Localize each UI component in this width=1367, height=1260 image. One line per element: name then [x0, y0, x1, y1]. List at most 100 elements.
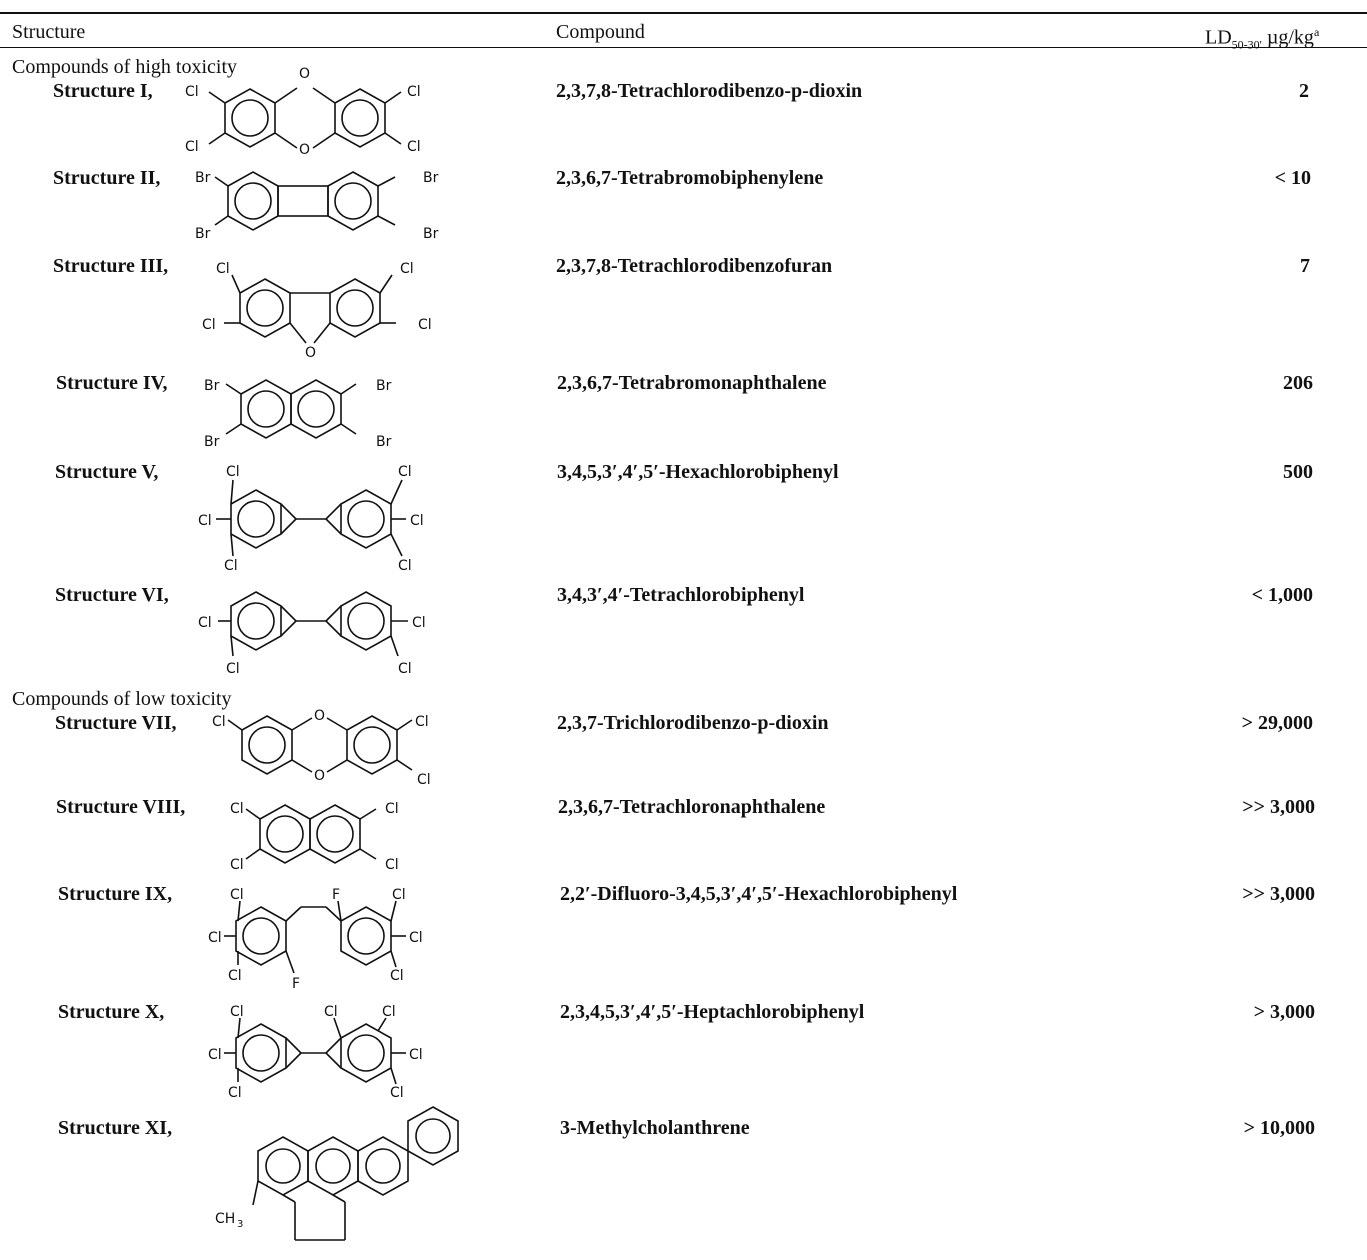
svg-text:Cl: Cl — [412, 615, 426, 631]
svg-text:Cl: Cl — [400, 261, 414, 277]
svg-text:Cl: Cl — [398, 661, 412, 677]
svg-text:Cl: Cl — [216, 261, 230, 277]
svg-text:Cl: Cl — [398, 464, 412, 480]
row-9-label: Structure IX, — [58, 883, 173, 905]
svg-text:Cl: Cl — [198, 513, 212, 529]
row-7-label: Structure VII, — [55, 712, 177, 734]
row-3-compound: 2,3,7,8-Tetrachlorodibenzofuran — [556, 255, 833, 277]
structure-5-diagram: Cl Cl Cl Cl Cl Cl — [198, 464, 424, 574]
structure-6-diagram: Cl Cl Cl Cl — [198, 591, 426, 677]
row-11-label: Structure XI, — [58, 1117, 173, 1139]
header-compound: Compound — [556, 21, 645, 43]
svg-text:Cl: Cl — [202, 317, 216, 333]
svg-text:Cl: Cl — [230, 887, 244, 903]
svg-text:Cl: Cl — [410, 513, 424, 529]
svg-text:Cl: Cl — [228, 1085, 242, 1101]
row-1-compound: 2,3,7,8-Tetrachlorodibenzo-p-dioxin — [556, 80, 863, 102]
structure-3-diagram: O Cl Cl Cl Cl — [202, 261, 432, 361]
svg-text:Cl: Cl — [208, 930, 222, 946]
svg-text:Cl: Cl — [392, 887, 406, 903]
svg-text:Cl: Cl — [198, 615, 212, 631]
svg-text:Cl: Cl — [230, 801, 244, 817]
svg-text:Br: Br — [204, 378, 220, 394]
structure-1-diagram: O O Cl Cl Cl Cl — [185, 66, 421, 158]
svg-text:Br: Br — [195, 226, 211, 242]
svg-text:Cl: Cl — [228, 968, 242, 984]
structure-7-diagram: O O Cl Cl Cl — [212, 708, 431, 788]
row-2-label: Structure II, — [53, 167, 161, 189]
row-8-ld50: >> 3,000 — [1242, 796, 1315, 818]
svg-text:Cl: Cl — [407, 139, 421, 155]
section-low-toxicity: Compounds of low toxicity — [12, 688, 232, 710]
svg-text:O: O — [305, 345, 316, 361]
svg-text:Cl: Cl — [185, 139, 199, 155]
row-9-ld50: >> 3,000 — [1242, 883, 1315, 905]
row-1-ld50: 2 — [1299, 80, 1309, 102]
row-8-label: Structure VIII, — [56, 796, 186, 818]
svg-text:O: O — [314, 708, 325, 724]
row-9-compound: 2,2′-Difluoro-3,4,5,3′,4′,5′-Hexachlorob… — [560, 883, 958, 905]
svg-text:Cl: Cl — [212, 714, 226, 730]
svg-text:Cl: Cl — [385, 857, 399, 873]
svg-text:Cl: Cl — [415, 714, 429, 730]
svg-text:Br: Br — [204, 434, 220, 450]
svg-text:Cl: Cl — [382, 1004, 396, 1020]
structure-8-diagram: Cl Cl Cl Cl — [230, 801, 399, 873]
structure-9-diagram: Cl Cl Cl F F Cl Cl Cl — [208, 887, 423, 992]
svg-text:Cl: Cl — [230, 857, 244, 873]
header-rule — [0, 47, 1367, 48]
row-8-compound: 2,3,6,7-Tetrachloronaphthalene — [558, 796, 826, 818]
row-11-ld50: > 10,000 — [1243, 1117, 1315, 1139]
svg-text:Cl: Cl — [208, 1047, 222, 1063]
svg-text:Cl: Cl — [390, 968, 404, 984]
svg-text:Cl: Cl — [398, 558, 412, 574]
svg-text:Cl: Cl — [385, 801, 399, 817]
row-10-compound: 2,3,4,5,3′,4′,5′-Heptachlorobiphenyl — [560, 1001, 865, 1023]
svg-text:Cl: Cl — [224, 558, 238, 574]
svg-text:Cl: Cl — [226, 661, 240, 677]
row-3-ld50: 7 — [1300, 255, 1310, 277]
section-high-toxicity: Compounds of high toxicity — [12, 56, 237, 78]
svg-text:Cl: Cl — [418, 317, 432, 333]
svg-text:F: F — [332, 887, 340, 903]
svg-text:F: F — [292, 976, 300, 992]
row-6-label: Structure VI, — [55, 584, 169, 606]
svg-text:Br: Br — [423, 170, 439, 186]
svg-text:Cl: Cl — [185, 84, 199, 100]
header-ld50: LD50-30' µg/kga — [1205, 25, 1320, 52]
svg-text:Cl: Cl — [409, 930, 423, 946]
row-7-ld50: > 29,000 — [1241, 712, 1313, 734]
svg-text:Cl: Cl — [417, 772, 431, 788]
row-1-label: Structure I, — [53, 80, 153, 102]
row-10-label: Structure X, — [58, 1001, 165, 1023]
row-5-compound: 3,4,5,3′,4′,5′-Hexachlorobiphenyl — [557, 461, 839, 483]
row-4-compound: 2,3,6,7-Tetrabromonaphthalene — [557, 372, 827, 394]
svg-text:Cl: Cl — [230, 1004, 244, 1020]
svg-text:Cl: Cl — [226, 464, 240, 480]
row-2-ld50: < 10 — [1274, 167, 1311, 189]
svg-text:Br: Br — [376, 378, 392, 394]
svg-text:Br: Br — [376, 434, 392, 450]
svg-text:Cl: Cl — [407, 84, 421, 100]
svg-text:3: 3 — [237, 1219, 243, 1230]
structure-11-diagram: CH 3 — [215, 1106, 459, 1241]
row-7-compound: 2,3,7-Trichlorodibenzo-p-dioxin — [557, 712, 829, 734]
svg-text:O: O — [299, 66, 310, 82]
row-4-ld50: 206 — [1283, 372, 1313, 394]
svg-text:Br: Br — [423, 226, 439, 242]
top-rule — [0, 12, 1367, 14]
row-4-label: Structure IV, — [56, 372, 168, 394]
svg-text:O: O — [314, 768, 325, 784]
row-10-ld50: > 3,000 — [1253, 1001, 1315, 1023]
row-11-compound: 3-Methylcholanthrene — [560, 1117, 750, 1139]
row-5-label: Structure V, — [55, 461, 159, 483]
svg-text:Cl: Cl — [409, 1047, 423, 1063]
svg-text:Br: Br — [195, 170, 211, 186]
structure-2-diagram: Br Br Br Br — [195, 170, 439, 242]
svg-text:Cl: Cl — [390, 1085, 404, 1101]
svg-text:Cl: Cl — [324, 1004, 338, 1020]
svg-text:CH: CH — [215, 1211, 235, 1227]
row-6-ld50: < 1,000 — [1251, 584, 1313, 606]
row-3-label: Structure III, — [53, 255, 169, 277]
row-6-compound: 3,4,3′,4′-Tetrachlorobiphenyl — [557, 584, 805, 606]
